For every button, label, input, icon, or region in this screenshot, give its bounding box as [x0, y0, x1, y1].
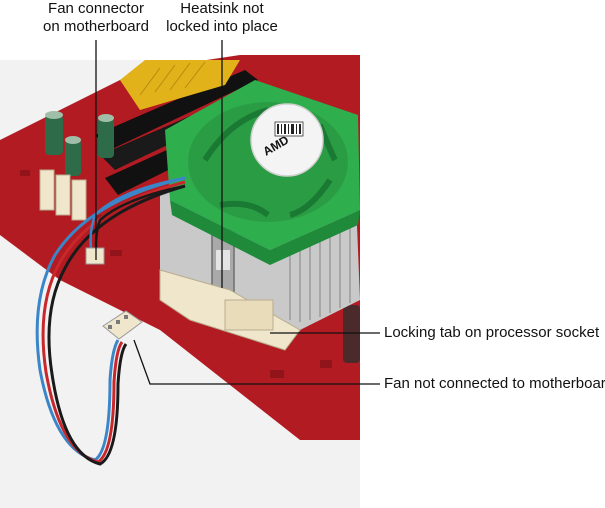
yellow-slot — [120, 60, 240, 110]
callout-fan-not-connected: Fan not connected to motherboard — [384, 375, 605, 392]
callout-heatsink-not-locked: Heatsink not locked into place — [160, 0, 284, 36]
callout-line: Fan connector — [48, 0, 144, 17]
callout-line: locked into place — [166, 18, 278, 35]
motherboard-fan-header — [85, 247, 105, 265]
callout-leaders — [95, 40, 380, 385]
loose-fan-connector — [102, 310, 143, 340]
callout-locking-tab: Locking tab on processor socket — [384, 324, 600, 341]
fan-hub-sticker — [250, 103, 324, 177]
callout-line: Heatsink not — [180, 0, 264, 17]
callout-fan-connector-on-motherboard: Fan connector on motherboard — [42, 0, 150, 36]
fan-wires — [35, 176, 186, 466]
board-connectors — [39, 169, 87, 221]
ram-slot — [95, 70, 258, 150]
capacitors — [45, 111, 360, 363]
socket-locking-tab — [224, 299, 274, 331]
callout-line: on motherboard — [43, 18, 149, 35]
